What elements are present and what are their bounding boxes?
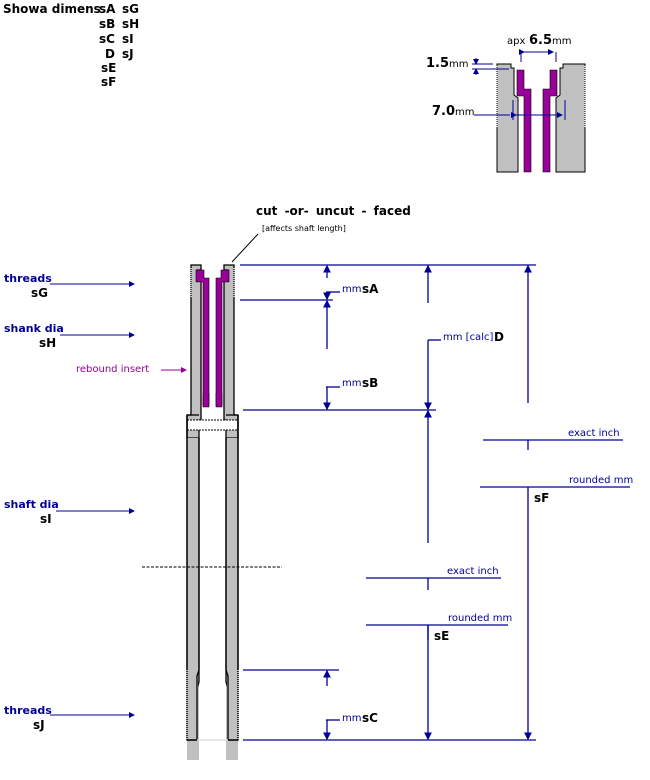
detail-insert-right [542,69,558,173]
code-D: D [105,47,115,61]
shank-right-wall [223,264,239,439]
gap-value: 6.5 [529,33,553,48]
detail-insert-left [516,69,532,173]
code-sH: sH [122,17,140,31]
dim-sB-unit: mm [342,378,362,389]
dimension-lines [240,264,630,741]
dim-sF-exact: exact inch [568,428,620,439]
face-leader [231,233,259,263]
shank-left-wall [186,264,202,439]
label-threads-bottom: threads [4,704,52,717]
shaft-right-wall [227,438,237,740]
gap-unit: mm [552,36,572,47]
dim-D-unit: mm [calc] [443,332,494,343]
dim-sC-code: sC [362,711,378,725]
diagram-title: Showa dimens [3,2,101,16]
detail-view [472,49,586,173]
dim-sC-unit: mm [342,713,362,724]
dim-sF-code: sF [534,491,550,505]
label-shaft-dia: shaft dia [4,498,59,511]
code-label-sJ: sJ [33,718,45,732]
code-sB: sB [99,17,116,31]
face-title: cut -or- uncut - faced [256,204,411,218]
dim-sF-rounded: rounded mm [569,475,634,486]
label-threads-top: threads [4,272,52,285]
dim-sB-code: sB [362,376,379,390]
apx-label: apx [507,36,526,47]
code-sJ: sJ [122,47,134,61]
code-sC: sC [99,32,115,46]
shaft-left-wall [188,438,198,740]
code-label-sH: sH [39,336,57,350]
dim-sA-unit: mm [342,284,362,295]
code-sA: sA [99,2,116,16]
dim-sE-code: sE [434,629,450,643]
code-sF: sF [101,75,117,89]
code-sI: sI [122,32,134,46]
step-unit: mm [449,59,469,70]
label-rebound-insert: rebound insert [76,364,150,375]
dim-D-code: D [494,330,504,344]
dim-sA-code: sA [362,282,379,296]
shaft-body [142,233,282,760]
code-label-sI: sI [40,512,52,526]
detail-left-wall [496,63,519,173]
inner-value: 7.0 [432,104,456,119]
label-shank-dia: shank dia [4,322,64,335]
dim-sE-rounded: rounded mm [448,613,513,624]
detail-right-wall [555,63,586,173]
dim-sE-exact: exact inch [447,566,499,577]
dimension-arrows [323,264,532,741]
code-sE: sE [101,61,117,75]
step-value: 1.5 [426,56,450,71]
inner-unit: mm [455,107,475,118]
code-label-sG: sG [31,286,48,300]
code-sG: sG [122,2,139,16]
face-note: [affects shaft length] [262,224,346,233]
